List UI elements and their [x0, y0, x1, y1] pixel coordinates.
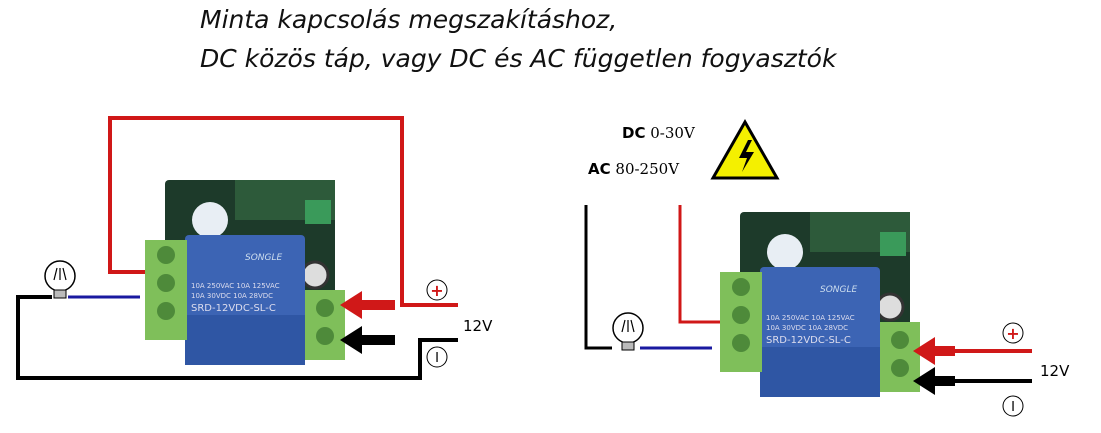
svg-text:10A 250VAC 10A 125VAC: 10A 250VAC 10A 125VAC	[766, 314, 855, 322]
left-bulb-icon	[44, 260, 76, 299]
left-supply-label: 12V	[463, 317, 493, 335]
relay-brand: SONGLE	[245, 253, 283, 263]
left-plus-symbol-icon: +	[426, 279, 448, 301]
svg-text:I: I	[1011, 400, 1015, 415]
svg-text:+: +	[1006, 324, 1019, 343]
title-line-1: Minta kapcsolás megszakításhoz,	[200, 5, 618, 34]
left-positive-loop-wire	[108, 116, 458, 307]
relay-rating-1: 10A 250VAC 10A 125VAC	[191, 282, 280, 290]
svg-text:I: I	[435, 351, 439, 366]
right-relay-board: SONGLE 10A 250VAC 10A 125VAC 10A 30VDC 1…	[718, 210, 922, 399]
svg-text:+: +	[430, 281, 443, 300]
left-negative-wire	[16, 295, 458, 380]
title-line-2: DC közös táp, vagy DC és AC független fo…	[200, 44, 837, 73]
svg-text:10A 30VDC 10A 28VDC: 10A 30VDC 10A 28VDC	[766, 324, 848, 332]
right-ac-wire	[584, 205, 612, 350]
right-positive-arrow-icon	[913, 337, 955, 365]
left-relay-board: SONGLE 10A 250VAC 10A 125VAC 10A 30VDC 1…	[143, 178, 347, 367]
right-negative-arrow-icon	[913, 367, 955, 395]
right-supply-label: 12V	[1040, 362, 1070, 380]
right-plus-symbol-icon: +	[1002, 322, 1024, 344]
ac-range-label: AC 80-250V	[588, 160, 680, 178]
svg-text:SRD-12VDC-SL-C: SRD-12VDC-SL-C	[766, 335, 851, 346]
left-negative-arrow-icon	[340, 326, 395, 354]
relay-rating-2: 10A 30VDC 10A 28VDC	[191, 292, 273, 300]
high-voltage-warning-icon	[710, 118, 780, 180]
right-bulb-icon	[612, 312, 644, 351]
svg-text:SONGLE: SONGLE	[820, 285, 858, 295]
left-minus-symbol-icon: I	[426, 346, 448, 368]
dc-range-label: DC 0-30V	[622, 124, 695, 142]
left-positive-arrow-icon	[340, 291, 395, 319]
right-minus-symbol-icon: I	[1002, 395, 1024, 417]
right-dc-wire	[678, 205, 736, 324]
relay-model: SRD-12VDC-SL-C	[191, 303, 276, 314]
